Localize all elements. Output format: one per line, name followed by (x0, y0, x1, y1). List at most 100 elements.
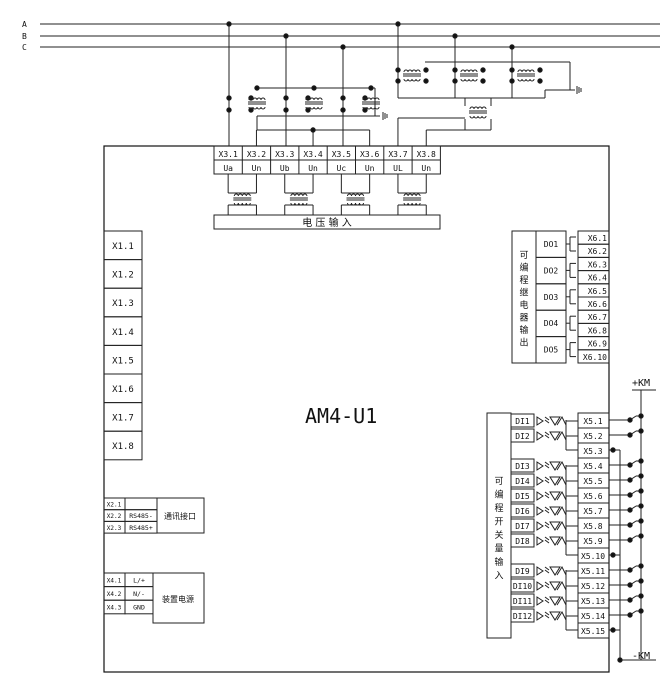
di-terminal-id: X5.14 (581, 612, 605, 621)
di-terminal-id: X5.1 (583, 417, 602, 426)
optocoupler-icon (536, 565, 578, 576)
junction-dot (368, 85, 374, 91)
relay-output-block: 可编程继电器输出DO1X6.1X6.2DO2X6.3X6.4DO3X6.5X6.… (511, 230, 610, 364)
junction-dot (423, 67, 429, 73)
comm-terminal-id: X2.1 (107, 502, 122, 509)
coil-winding (347, 193, 364, 197)
phase-label-b: B (22, 32, 27, 41)
di-label-char: 输 (494, 556, 503, 568)
comm-label: 通讯接口 (164, 511, 196, 521)
x1-terminal-id: X1.8 (112, 442, 134, 452)
wire (544, 464, 550, 469)
wire (544, 566, 550, 571)
voltage-terminal-id: X3.7 (388, 150, 407, 159)
power-terminal-signal: N/- (133, 590, 145, 598)
junction-dot (610, 447, 616, 453)
voltage-transformer (469, 106, 487, 119)
wire (544, 581, 550, 586)
x1-terminal-id: X1.2 (112, 271, 134, 281)
junction-dot (509, 78, 515, 84)
relay-channel-name: DO4 (544, 319, 559, 328)
transformer-symbols (248, 69, 535, 119)
di-input-name: DI10 (513, 582, 532, 591)
di-input-box (510, 488, 535, 503)
optocoupler-icon (536, 520, 578, 531)
x1-terminal-id: X1.1 (112, 242, 134, 252)
junction-dot (617, 657, 623, 663)
junction-dot (638, 458, 644, 464)
relay-label-char: 可 (519, 250, 528, 261)
optocoupler-icon (536, 595, 578, 606)
wire (544, 506, 550, 511)
x1-terminal-id: X1.5 (112, 356, 134, 366)
coil-winding (469, 115, 487, 119)
optocoupler-icon (536, 415, 578, 426)
junction-dot (452, 78, 458, 84)
junction-dot (537, 67, 543, 73)
voltage-input-label: 电 压 输 入 (302, 216, 352, 229)
voltage-terminal-signal: Un (365, 164, 375, 173)
relay-channel-name: DO2 (544, 266, 559, 275)
di-label-char: 程 (494, 503, 503, 514)
di-terminal-id: X5.2 (583, 432, 602, 441)
di-input-box (510, 593, 535, 608)
device-model: AM4-U1 (305, 404, 377, 428)
junction-dot (627, 612, 633, 618)
di-terminal-id: X5.10 (581, 552, 605, 561)
junction-dot (627, 432, 633, 438)
junction-dot (340, 95, 346, 101)
wire (544, 536, 550, 541)
x1-terminal-id: X1.6 (112, 385, 134, 395)
ground-symbol (382, 112, 388, 120)
di-label-char: 量 (494, 544, 503, 555)
digital-input-block: 可编程开关量输入X5.1X5.2X5.3X5.4X5.5X5.6X5.7X5.8… (486, 412, 610, 639)
junction-dot (537, 78, 543, 84)
coil-winding (460, 78, 478, 82)
voltage-terminal-signal: Un (252, 164, 262, 173)
voltage-transformer (403, 69, 421, 82)
coil-winding (403, 193, 421, 197)
wire (544, 491, 550, 496)
x1-terminal (103, 430, 143, 461)
wire (544, 461, 550, 466)
di-input-box (510, 503, 535, 518)
di-input-name: DI7 (515, 522, 530, 531)
coil-winding (305, 106, 323, 110)
coil-winding (347, 202, 364, 206)
comm-terminal-id: X2.3 (107, 525, 122, 532)
di-input-box (510, 428, 535, 443)
power-terminal-id: X4.2 (107, 591, 122, 598)
voltage-transformer (233, 193, 252, 206)
di-input-name: DI2 (515, 432, 530, 441)
relay-label-char: 输 (519, 324, 528, 336)
junction-dot (226, 95, 232, 101)
di-input-box (510, 518, 535, 533)
power-label-box (152, 572, 205, 624)
voltage-terminal-id: X3.1 (219, 150, 238, 159)
coil-winding (403, 202, 421, 206)
voltage-terminal-signal: Un (308, 164, 318, 173)
voltage-transformer (517, 69, 535, 82)
power-label: 装置电源 (162, 594, 194, 604)
coil-winding (248, 106, 266, 110)
junction-dot (340, 44, 346, 50)
di-input-box (510, 578, 535, 593)
relay-label-char: 电 (519, 299, 528, 311)
junction-dot (509, 67, 515, 73)
di-terminal-id: X5.3 (583, 447, 602, 456)
voltage-terminal-id: X3.6 (360, 150, 379, 159)
junction-dot (638, 428, 644, 434)
voltage-terminal-signal: Un (421, 164, 431, 173)
di-input-name: DI1 (515, 417, 530, 426)
plus-km-label: +KM (632, 378, 650, 389)
voltage-terminal-id: X3.4 (303, 150, 322, 159)
x1-terminal-id: X1.3 (112, 299, 134, 309)
junction-dot (480, 67, 486, 73)
junction-dot (423, 78, 429, 84)
junction-dot (627, 477, 633, 483)
coil-winding (517, 69, 535, 73)
junction-dot (627, 567, 633, 573)
x1-terminal-id: X1.7 (112, 414, 134, 424)
phase-label-a: A (22, 20, 27, 29)
